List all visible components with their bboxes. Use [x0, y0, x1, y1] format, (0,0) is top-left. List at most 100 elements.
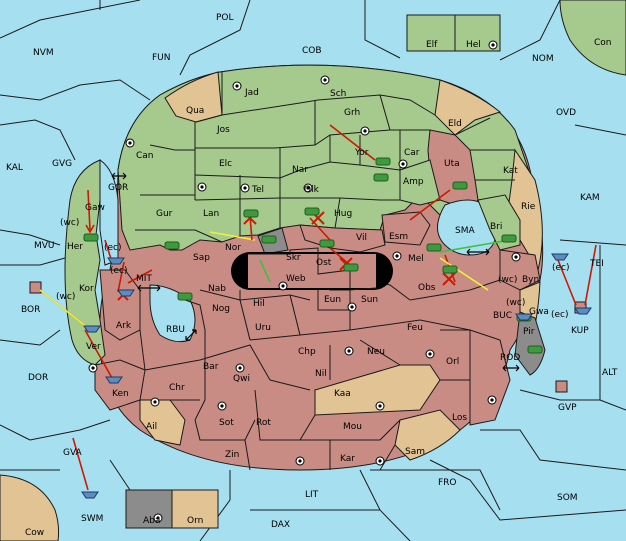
adjacency-arrows	[111, 172, 520, 372]
label-mou: Mou	[343, 422, 362, 432]
label-ovd: OVD	[556, 108, 576, 118]
label-alt: ALT	[602, 368, 618, 378]
label-hil: Hil	[253, 299, 265, 309]
label-qwi: Qwi	[233, 374, 250, 384]
label-uta: Uta	[444, 159, 460, 169]
label-uru: Uru	[255, 323, 271, 333]
label-hel: Hel	[466, 40, 481, 50]
label-mel: Mel	[408, 254, 424, 264]
territory-bor-port	[29, 281, 42, 294]
label-dax: DAX	[271, 520, 290, 530]
label-feu: Feu	[407, 323, 423, 333]
coast-tag-mit-ec: (ec)	[110, 266, 128, 276]
territory-west-peninsula	[64, 159, 106, 366]
label-nil: Nil	[315, 369, 327, 379]
label-sun: Sun	[361, 295, 378, 305]
label-yor: Yor	[354, 148, 369, 158]
label-kor: Kor	[79, 284, 94, 294]
label-gor: GOR	[108, 183, 128, 193]
label-bar: Bar	[203, 362, 219, 372]
label-ver: Ver	[86, 342, 101, 352]
label-zin: Zin	[225, 450, 239, 460]
label-kup: KUP	[571, 326, 589, 336]
label-ost: Ost	[316, 258, 332, 268]
label-vil: Vil	[356, 233, 367, 243]
coast-tag-her-wc: (wc)	[60, 218, 79, 228]
territory-byn	[499, 249, 541, 291]
label-amp: Amp	[403, 177, 424, 187]
territory-sam	[394, 409, 461, 461]
label-cow: Cow	[25, 528, 44, 538]
label-gvg: GVG	[52, 159, 72, 169]
sea-gor-channel	[99, 159, 119, 266]
label-jos: Jos	[216, 125, 230, 135]
land-label-group: Con Elf Hel Jad Sch Qua Grh Eld Jos Can …	[25, 38, 612, 538]
coast-tag-gwa-ec: (ec)	[551, 310, 569, 320]
label-sot: Sot	[219, 418, 234, 428]
label-rie: Rie	[521, 202, 536, 212]
coast-tag-kor-wc: (wc)	[56, 292, 75, 302]
sea-label-group: POL NVM FUN COB NOM OVD KAL GVG GOR MVU …	[6, 13, 618, 530]
label-rbu: RBU	[166, 325, 185, 335]
label-buc: BUC	[493, 311, 512, 321]
label-grh: Grh	[344, 108, 360, 118]
label-ark: Ark	[116, 321, 132, 331]
label-lan: Lan	[203, 209, 219, 219]
label-lit: LIT	[305, 490, 319, 500]
label-web: Web	[286, 274, 306, 284]
label-hug: Hug	[334, 209, 352, 219]
tunnel	[231, 247, 393, 291]
label-rot: Rot	[256, 418, 271, 428]
label-elf: Elf	[426, 40, 438, 50]
coast-tag-her-ec: (ec)	[104, 243, 122, 253]
label-kam: KAM	[580, 193, 600, 203]
territory-cow	[0, 474, 60, 541]
label-gwa: Gwa	[529, 307, 549, 317]
label-kal: KAL	[6, 163, 23, 173]
label-qua: Qua	[186, 106, 204, 116]
label-sch: Sch	[330, 89, 346, 99]
label-bri: Bri	[490, 222, 502, 232]
label-nog: Nog	[212, 304, 230, 314]
territory-pir	[514, 311, 546, 376]
label-tei: TEI	[589, 259, 604, 269]
label-eun: Eun	[324, 295, 341, 305]
label-rod: ROD	[500, 353, 520, 363]
label-can: Can	[136, 151, 154, 161]
label-byn: Byn	[522, 275, 539, 285]
label-ail: Ail	[146, 422, 157, 432]
label-nar: Nar	[292, 165, 308, 175]
label-elc: Elc	[219, 159, 232, 169]
label-nab: Nab	[208, 284, 226, 294]
territory-elf	[406, 14, 456, 52]
label-esm: Esm	[389, 232, 408, 242]
label-fro: FRO	[438, 478, 457, 488]
coast-tag-byn-wc: (wc)	[498, 275, 517, 285]
territory-vil	[299, 224, 386, 253]
label-kaa: Kaa	[334, 389, 351, 399]
label-bor: BOR	[21, 305, 40, 315]
label-gva: GVA	[63, 448, 83, 458]
label-pir: Pir	[523, 327, 535, 337]
label-kat: Kat	[503, 166, 518, 176]
label-jad: Jad	[244, 88, 259, 98]
label-nvm: NVM	[33, 48, 54, 58]
label-gvp: GVP	[558, 403, 577, 413]
label-chp: Chp	[298, 347, 316, 357]
label-her: Her	[67, 242, 83, 252]
label-skr: Skr	[286, 253, 301, 263]
label-sma: SMA	[455, 226, 475, 236]
label-fun: FUN	[152, 53, 171, 63]
supply-centers	[88, 40, 521, 523]
coast-tag-gwa-wc: (wc)	[506, 298, 525, 308]
label-ken: Ken	[112, 389, 129, 399]
label-nor: Nor	[225, 243, 241, 253]
label-con: Con	[594, 38, 612, 48]
label-aba: Aba	[143, 516, 160, 526]
label-obs: Obs	[418, 283, 436, 293]
territory-ken	[94, 359, 146, 411]
label-tel: Tel	[251, 185, 264, 195]
